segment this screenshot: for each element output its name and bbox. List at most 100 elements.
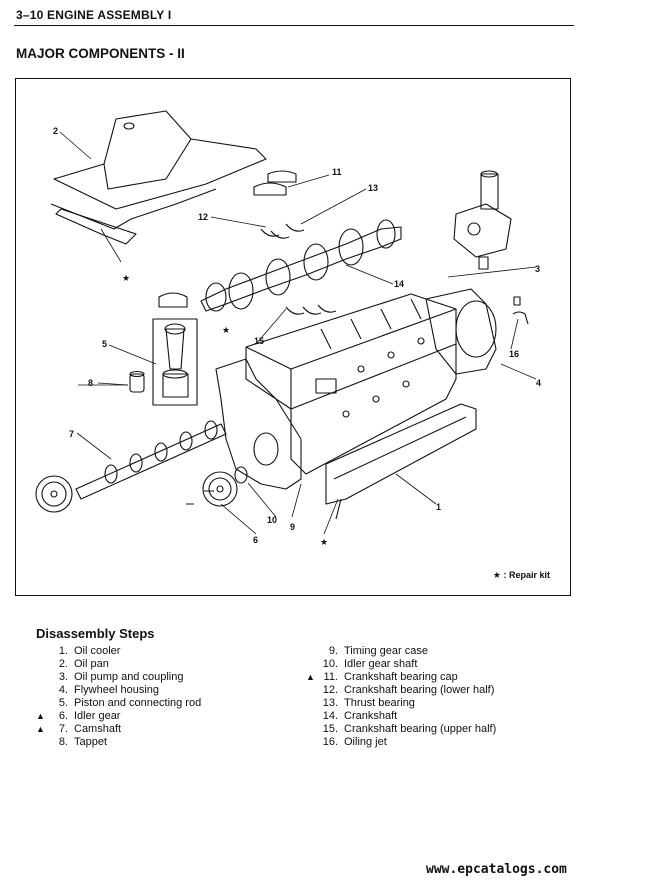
step-number: 11. (323, 671, 338, 683)
step-item: ▲ 7. Camshaft (36, 723, 286, 736)
oil-cooler-part (325, 403, 477, 520)
step-priority-marker: ▲ (36, 711, 45, 721)
oil-pump-part (453, 170, 512, 270)
callout-5: 5 (102, 339, 108, 349)
section-title: MAJOR COMPONENTS - II (16, 46, 185, 61)
step-label: Oil pump and coupling (74, 671, 184, 683)
star-marker-c: ★ (320, 537, 329, 547)
star-marker-a: ★ (122, 273, 131, 283)
step-item: 3. Oil pump and coupling (36, 671, 286, 684)
leader-lines (59, 131, 537, 535)
step-number: 4. (58, 684, 68, 696)
step-item: 9. Timing gear case (306, 645, 606, 658)
step-label: Flywheel housing (74, 684, 159, 696)
callout-6: 6 (253, 535, 259, 545)
step-label: Thrust bearing (344, 697, 415, 709)
step-label: Idler gear shaft (344, 658, 418, 670)
step-number: 7. (58, 723, 68, 735)
step-item: 13. Thrust bearing (306, 697, 606, 710)
callout-10: 10 (267, 515, 278, 525)
step-priority-marker (36, 645, 50, 658)
step-item: 1. Oil cooler (36, 645, 286, 658)
camshaft-part (35, 420, 227, 513)
step-label: Crankshaft (344, 710, 398, 722)
callout-2: 2 (53, 126, 59, 136)
step-item: 2. Oil pan (36, 658, 286, 671)
tappet-part (129, 370, 145, 393)
step-item: 8. Tappet (36, 736, 286, 749)
cylinder-block-part (245, 293, 457, 475)
step-item: 12. Crankshaft bearing (lower half) (306, 684, 606, 697)
callout-15: 15 (254, 336, 265, 346)
step-label: Piston and connecting rod (74, 697, 202, 709)
idler-gear-part (186, 471, 238, 507)
step-label: Idler gear (74, 710, 121, 722)
callout-1: 1 (436, 502, 442, 512)
step-item: 5. Piston and connecting rod (36, 697, 286, 710)
exploded-view-figure: 2 11 13 12 3 ★ 14 ★ 15 5 16 8 4 7 1 10 9… (15, 78, 571, 596)
step-number: 9. (328, 645, 338, 657)
step-priority-marker (306, 658, 320, 671)
callout-14: 14 (394, 279, 405, 289)
step-item: ▲ 11. Crankshaft bearing cap (306, 671, 606, 684)
step-priority-marker (306, 684, 320, 697)
step-label: Crankshaft bearing cap (344, 671, 458, 683)
star-marker-b: ★ (222, 325, 231, 335)
callout-9: 9 (290, 522, 296, 532)
callout-12: 12 (198, 212, 209, 222)
step-number: 2. (58, 658, 68, 670)
step-priority-marker (36, 736, 50, 749)
step-number: 13. (322, 697, 338, 709)
disassembly-steps-left-column: 1. Oil cooler 2. Oil pan 3. Oil pump and coup… (36, 645, 286, 749)
step-item: ▲ 6. Idler gear (36, 710, 286, 723)
step-priority-marker: ▲ (36, 724, 45, 734)
idler-gear-shaft-part (234, 466, 248, 484)
step-label: Tappet (74, 736, 108, 748)
step-number: 6. (58, 710, 68, 722)
page-header-title: 3–10 ENGINE ASSEMBLY I (16, 8, 172, 22)
callout-3: 3 (535, 264, 541, 274)
disassembly-steps-right-column: 9. Timing gear case 10. Idler gear shaft ▲ 11… (306, 645, 606, 749)
step-number: 5. (58, 697, 68, 709)
step-label: Timing gear case (344, 645, 428, 657)
callout-4: 4 (536, 378, 542, 388)
step-number: 14. (322, 710, 338, 722)
callout-11: 11 (332, 167, 342, 177)
exploded-view-drawing (35, 110, 537, 535)
step-number: 10. (322, 658, 338, 670)
step-priority-marker (306, 697, 320, 710)
step-priority-marker (306, 736, 320, 749)
step-item: 10. Idler gear shaft (306, 658, 606, 671)
step-number: 8. (58, 736, 68, 748)
step-label: Camshaft (74, 723, 122, 735)
crankshaft-part (200, 219, 402, 312)
callout-7: 7 (69, 429, 75, 439)
header-rule (14, 25, 574, 26)
repair-kit-note: ★ : Repair kit (492, 570, 550, 580)
oil-pan-part (50, 110, 267, 245)
step-number: 12. (322, 684, 338, 696)
step-priority-marker (36, 697, 50, 710)
step-label: Crankshaft bearing (upper half) (344, 723, 497, 735)
step-number: 1. (58, 645, 68, 657)
callout-16: 16 (509, 349, 520, 359)
step-priority-marker (36, 658, 50, 671)
flywheel-housing-part (425, 288, 497, 375)
step-priority-marker (36, 671, 50, 684)
step-item: 15.Crankshaft bearing (upper half) (306, 723, 606, 736)
callout-13: 13 (368, 183, 379, 193)
step-priority-marker: ▲ (306, 672, 315, 682)
footer-url: www.epcatalogs.com (426, 862, 567, 877)
step-item: 14. Crankshaft (306, 710, 606, 723)
step-item: 16. Oiling jet (306, 736, 606, 749)
step-label: Oil cooler (74, 645, 121, 657)
step-number: 3. (58, 671, 68, 683)
step-number: 16. (322, 736, 338, 748)
piston-connecting-rod-part (152, 318, 198, 406)
step-label: Crankshaft bearing (lower half) (344, 684, 495, 696)
callout-8: 8 (88, 378, 94, 388)
step-priority-marker (306, 645, 320, 658)
step-label: Oiling jet (344, 736, 387, 748)
step-priority-marker (306, 723, 320, 736)
step-label: Oil pan (74, 658, 109, 670)
